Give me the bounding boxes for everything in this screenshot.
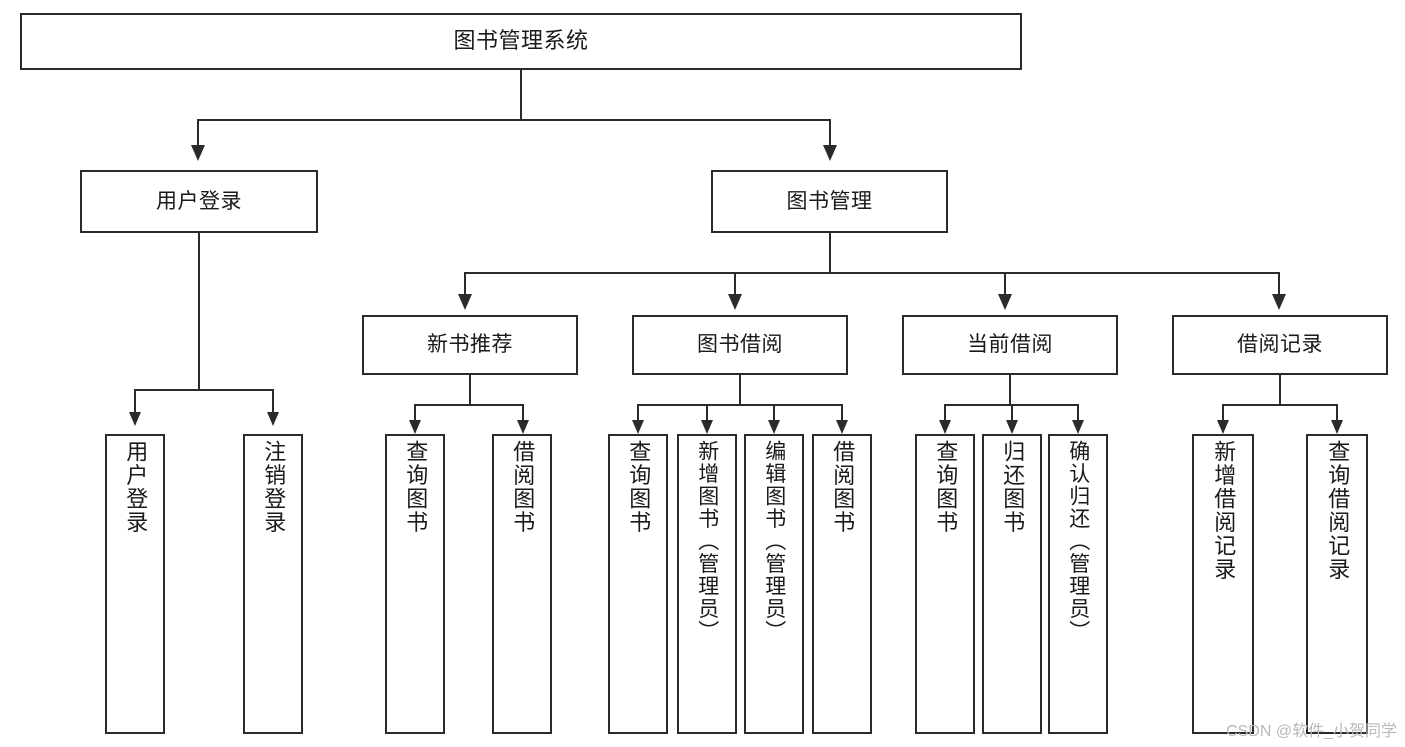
node-label: 注销登录: [261, 440, 287, 534]
arrowhead-bb-to-leaf-3: [768, 420, 780, 434]
connector-cb-to-leaf-2: [1011, 404, 1013, 420]
node-book-management[interactable]: 图书管理: [711, 170, 948, 233]
node-label: 编辑图书（管理员）: [762, 440, 786, 643]
leaf-book-borrow-query-books[interactable]: 查询图书: [608, 434, 668, 734]
arrowhead-bb-to-leaf-1: [632, 420, 644, 434]
node-label: 新书推荐: [427, 333, 513, 357]
node-label: 查询借阅记录: [1325, 440, 1351, 581]
connector-cb-bus: [944, 404, 1077, 406]
leaf-borrow-record-add-record[interactable]: 新增借阅记录: [1192, 434, 1254, 734]
node-label: 查询图书: [933, 440, 959, 534]
arrowhead-cb-to-leaf-3: [1072, 420, 1084, 434]
leaf-user-login-logout[interactable]: 注销登录: [243, 434, 303, 734]
connector-br-to-leaf-2: [1336, 404, 1338, 420]
node-label: 图书借阅: [697, 333, 783, 357]
leaf-current-borrow-return-books[interactable]: 归还图书: [982, 434, 1042, 734]
node-user-login[interactable]: 用户登录: [80, 170, 318, 233]
connector-bm-to-current-borrow: [1004, 272, 1006, 294]
connector-book-management-stem: [829, 233, 831, 273]
arrowhead-br-to-leaf-2: [1331, 420, 1343, 434]
connector-br-bus: [1222, 404, 1338, 406]
leaf-current-borrow-query-books[interactable]: 查询图书: [915, 434, 975, 734]
connector-bb-to-leaf-4: [841, 404, 843, 420]
connector-bb-stem: [739, 375, 741, 405]
arrowhead-bb-to-leaf-2: [701, 420, 713, 434]
node-current-borrow[interactable]: 当前借阅: [902, 315, 1118, 375]
connector-bb-to-leaf-2: [706, 404, 708, 420]
connector-br-to-leaf-1: [1222, 404, 1224, 420]
node-label: 图书管理: [786, 189, 873, 213]
connector-user-login-to-leaf-2: [272, 389, 274, 412]
watermark-text: CSDN @软件_小贺同学: [1226, 723, 1397, 740]
node-new-book-recommend[interactable]: 新书推荐: [362, 315, 578, 375]
arrowhead-bm-to-current-borrow: [998, 294, 1012, 310]
connector-nbr-to-leaf-1: [414, 404, 416, 420]
leaf-book-borrow-edit-book-admin[interactable]: 编辑图书（管理员）: [744, 434, 804, 734]
node-label: 确认归还（管理员）: [1066, 440, 1090, 643]
connector-root-to-book-management: [829, 119, 831, 145]
leaf-borrow-record-query-record[interactable]: 查询借阅记录: [1306, 434, 1368, 734]
node-label: 借阅记录: [1237, 333, 1323, 357]
node-label: 用户登录: [123, 440, 149, 534]
leaf-new-book-query-books[interactable]: 查询图书: [385, 434, 445, 734]
node-book-borrow[interactable]: 图书借阅: [632, 315, 848, 375]
connector-bb-bus: [637, 404, 843, 406]
connector-br-stem: [1279, 375, 1281, 405]
node-label: 新增图书（管理员）: [695, 440, 719, 643]
arrowhead-bb-to-leaf-4: [836, 420, 848, 434]
arrowhead-user-login-to-leaf-2: [267, 412, 279, 426]
arrowhead-nbr-to-leaf-2: [517, 420, 529, 434]
node-root-book-management-system[interactable]: 图书管理系统: [20, 13, 1022, 70]
connector-user-login-bus: [134, 389, 274, 391]
leaf-current-borrow-confirm-return-admin[interactable]: 确认归还（管理员）: [1048, 434, 1108, 734]
node-label: 归还图书: [1000, 440, 1026, 534]
connector-cb-to-leaf-1: [944, 404, 946, 420]
node-label: 图书管理系统: [453, 28, 589, 54]
arrowhead-nbr-to-leaf-1: [409, 420, 421, 434]
leaf-user-login-login[interactable]: 用户登录: [105, 434, 165, 734]
node-label: 借阅图书: [830, 440, 856, 534]
connector-cb-to-leaf-3: [1077, 404, 1079, 420]
leaf-book-borrow-borrow-books[interactable]: 借阅图书: [812, 434, 872, 734]
node-label: 借阅图书: [510, 440, 536, 534]
connector-root-stem: [520, 70, 522, 120]
arrowhead-root-to-user-login: [191, 145, 205, 161]
connector-bm-to-book-borrow: [734, 272, 736, 294]
connector-nbr-to-leaf-2: [522, 404, 524, 420]
connector-bm-to-borrow-record: [1278, 272, 1280, 294]
arrowhead-bm-to-borrow-record: [1272, 294, 1286, 310]
leaf-book-borrow-add-book-admin[interactable]: 新增图书（管理员）: [677, 434, 737, 734]
arrowhead-cb-to-leaf-2: [1006, 420, 1018, 434]
arrowhead-br-to-leaf-1: [1217, 420, 1229, 434]
connector-bb-to-leaf-3: [773, 404, 775, 420]
arrowhead-user-login-to-leaf-1: [129, 412, 141, 426]
node-borrow-record[interactable]: 借阅记录: [1172, 315, 1388, 375]
connector-cb-stem: [1009, 375, 1011, 405]
connector-nbr-stem: [469, 375, 471, 405]
connector-nbr-bus: [414, 404, 524, 406]
node-label: 新增借阅记录: [1211, 440, 1237, 581]
connector-bb-to-leaf-1: [637, 404, 639, 420]
arrowhead-root-to-book-management: [823, 145, 837, 161]
connector-root-to-user-login: [197, 119, 199, 145]
connector-user-login-to-leaf-1: [134, 389, 136, 412]
connector-book-management-bus: [464, 272, 1280, 274]
node-label: 查询图书: [403, 440, 429, 534]
connector-user-login-stem: [198, 233, 200, 390]
connector-root-bus: [197, 119, 831, 121]
connector-bm-to-new-book: [464, 272, 466, 294]
arrowhead-bm-to-book-borrow: [728, 294, 742, 310]
node-label: 当前借阅: [967, 333, 1053, 357]
leaf-new-book-borrow-books[interactable]: 借阅图书: [492, 434, 552, 734]
node-label: 查询图书: [626, 440, 652, 534]
arrowhead-bm-to-new-book: [458, 294, 472, 310]
node-label: 用户登录: [156, 189, 242, 213]
arrowhead-cb-to-leaf-1: [939, 420, 951, 434]
